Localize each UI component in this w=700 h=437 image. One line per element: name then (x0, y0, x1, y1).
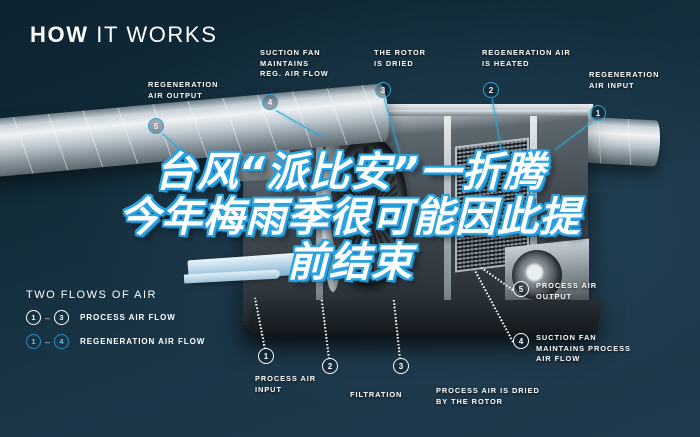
callout-process-air-input: PROCESS AIR INPUT (255, 374, 316, 395)
callout-filtration: FILTRATION (350, 390, 402, 401)
legend-badge-from: 1 (26, 310, 41, 325)
callout-regeneration-air-output: REGENERATION AIR OUTPUT (148, 80, 218, 101)
callout-suction-fan-process: SUCTION FAN MAINTAINS PROCESS AIR FLOW (536, 333, 631, 365)
badge-process-air-input[interactable]: 1 (258, 348, 274, 364)
page-title-bold: HOW (30, 22, 89, 47)
callout-label: SUCTION FAN MAINTAINS PROCESS AIR FLOW (536, 333, 631, 363)
callout-rotor-is-dried: THE ROTOR IS DRIED (374, 48, 426, 69)
headline-line-2: 今年梅雨季很可能因此提 (119, 193, 581, 241)
callout-label: SUCTION FAN MAINTAINS REG. AIR FLOW (260, 48, 329, 78)
legend: TWO FLOWS OF AIR 1 – 3 PROCESS AIR FLOW … (26, 289, 205, 349)
headline-overlay: 台风“派比安”一折腾 今年梅雨季很可能因此提 前结束 (0, 150, 700, 285)
headline-line-3: 前结束 (287, 238, 413, 286)
legend-label: REGENERATION AIR FLOW (80, 337, 206, 346)
badge-rotor-is-dried[interactable]: 3 (375, 82, 391, 98)
callout-label: REGENERATION AIR INPUT (589, 70, 660, 90)
callout-label: THE ROTOR IS DRIED (374, 48, 426, 68)
legend-dash: – (45, 336, 51, 347)
callout-label: FILTRATION (350, 390, 403, 399)
machine-frame-mid (444, 116, 451, 306)
machine-frame-top (243, 110, 588, 116)
callout-suction-fan-reg: SUCTION FAN MAINTAINS REG. AIR FLOW (260, 48, 329, 80)
legend-row-process-air: 1 – 3 PROCESS AIR FLOW (26, 310, 205, 325)
legend-badge-from: 1 (26, 334, 41, 349)
badge-suction-fan-reg[interactable]: 4 (262, 94, 278, 110)
badge-process-air-dried[interactable]: 3 (393, 358, 409, 374)
machine-base (245, 300, 605, 334)
badge-regeneration-air-output[interactable]: 5 (148, 118, 164, 134)
callout-regeneration-air-input: REGENERATION AIR INPUT (589, 70, 659, 91)
legend-label: PROCESS AIR FLOW (80, 313, 176, 322)
callout-label: PROCESS AIR INPUT (255, 374, 317, 394)
callout-process-air-output: PROCESS AIR OUTPUT (536, 281, 597, 302)
badge-filtration[interactable]: 2 (322, 358, 338, 374)
legend-badge-to: 3 (54, 310, 70, 325)
callout-label: PROCESS AIR IS DRIED BY THE ROTOR (436, 386, 540, 406)
callout-label: PROCESS AIR OUTPUT (536, 281, 598, 301)
headline-line-1: 台风“派比安”一折腾 (154, 148, 546, 196)
legend-dash: – (45, 312, 51, 323)
legend-row-regeneration-air: 1 – 4 REGENERATION AIR FLOW (26, 334, 205, 349)
badge-suction-fan-process[interactable]: 4 (513, 333, 529, 349)
page-title-light: IT WORKS (88, 22, 218, 47)
legend-badge-to: 4 (54, 334, 70, 349)
machine-frame-right (530, 116, 537, 306)
legend-title: TWO FLOWS OF AIR (26, 289, 157, 301)
callout-regeneration-air-heated: REGENERATION AIR IS HEATED (482, 48, 571, 69)
badge-regeneration-air-input[interactable]: 1 (590, 105, 606, 121)
callout-label: REGENERATION AIR OUTPUT (148, 80, 219, 100)
page-title: HOW IT WORKS (30, 22, 217, 48)
rotor-wheel-icon (330, 136, 408, 286)
badge-regeneration-air-heated[interactable]: 2 (483, 82, 499, 98)
callout-process-air-dried: PROCESS AIR IS DRIED BY THE ROTOR (436, 386, 540, 407)
machine-frame-left (316, 116, 323, 306)
callout-label: REGENERATION AIR IS HEATED (482, 48, 571, 68)
